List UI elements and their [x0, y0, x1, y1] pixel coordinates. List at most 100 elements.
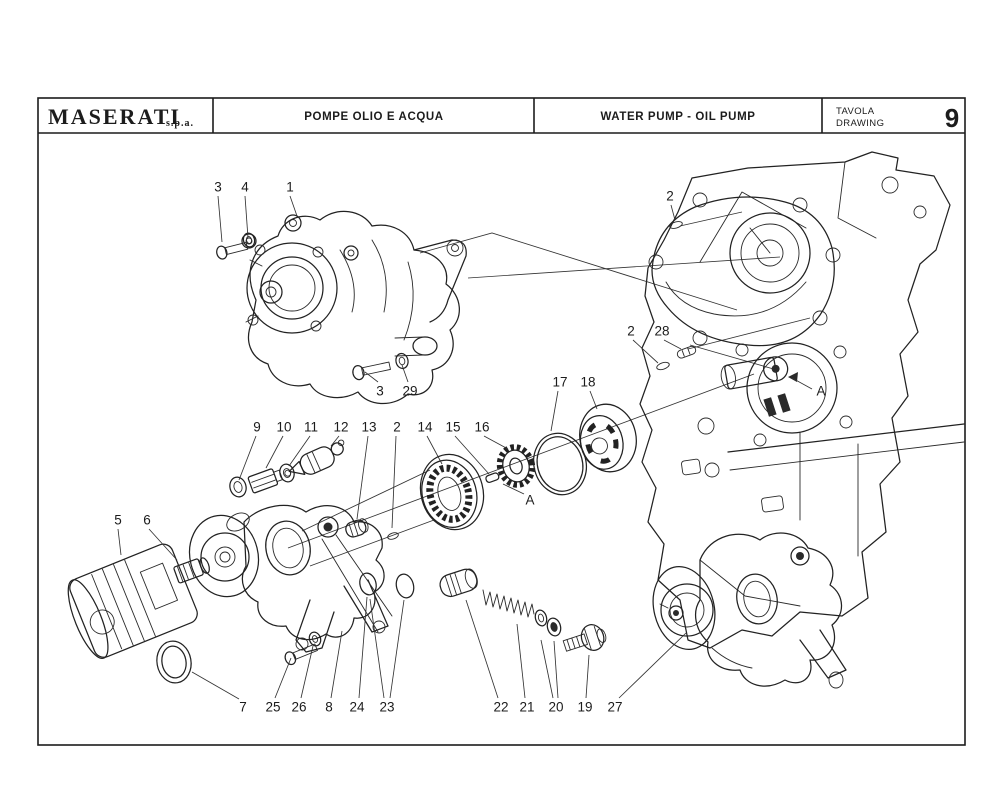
- leader-line-10: [265, 435, 284, 469]
- bolt-25: [284, 643, 318, 666]
- o-ring-23: [395, 573, 415, 599]
- leader-line-1: [289, 195, 298, 217]
- title-english: WATER PUMP - OIL PUMP: [600, 111, 755, 123]
- pin-2-small: [387, 532, 399, 540]
- callout-20: 20: [548, 700, 563, 715]
- piston-22: [439, 568, 478, 598]
- callout-21: 21: [519, 700, 534, 715]
- water-pump-assembly: [241, 210, 467, 405]
- callout-16: 16: [474, 420, 489, 435]
- leader-line-20: [540, 639, 554, 699]
- washer-26: [308, 631, 322, 647]
- leader-line-17: [550, 390, 559, 432]
- leader-line-23: [369, 598, 385, 699]
- callout-7: 7: [239, 700, 247, 715]
- leader-line-3: [364, 371, 379, 383]
- callout-3: 3: [376, 384, 384, 399]
- callout-18: 18: [580, 375, 595, 390]
- tavola-label: TAVOLA: [836, 106, 875, 117]
- spring-seats-20: [534, 609, 562, 637]
- callout-29: 29: [402, 384, 417, 399]
- pin-2-top: [669, 221, 683, 229]
- leader-line-23: [389, 599, 405, 699]
- callout-2: 2: [627, 324, 635, 339]
- engine-block: [639, 151, 965, 649]
- oil-pressure-sensor-12: [284, 439, 345, 477]
- callout-4: 4: [241, 180, 249, 195]
- callout-19: 19: [577, 700, 592, 715]
- leader-line-12: [330, 435, 340, 447]
- callout-15: 15: [445, 420, 460, 435]
- callout-28: 28: [654, 324, 669, 339]
- page-frame: [37, 97, 966, 746]
- leader-line-6: [148, 528, 178, 561]
- construction-lines: [287, 211, 811, 567]
- callout-12: 12: [333, 420, 348, 435]
- callout-23: 23: [379, 700, 394, 715]
- pin-2-mid: [656, 361, 670, 371]
- callout-11: 11: [304, 420, 318, 435]
- oil-filter-5: [67, 543, 198, 659]
- pump-drive-shaft: [720, 356, 789, 390]
- fitting-6: [173, 557, 210, 584]
- leader-line-26: [300, 645, 314, 699]
- pin-13: [345, 518, 369, 538]
- key-15: [485, 472, 500, 483]
- leader-line-5: [117, 528, 122, 556]
- leader-line-16: [483, 435, 509, 450]
- callout-24: 24: [349, 700, 365, 715]
- leader-line-9: [238, 435, 257, 481]
- leader-line-13: [356, 435, 369, 520]
- washer-29: [395, 352, 409, 370]
- leader-line-A: [791, 377, 813, 390]
- callout-22: 22: [493, 700, 508, 715]
- leader-line-20: [553, 640, 559, 699]
- gear-16: [496, 444, 536, 488]
- o-ring-17: [533, 432, 587, 496]
- pin-28: [676, 345, 697, 359]
- callout-A: A: [525, 493, 534, 508]
- washer-9: [229, 476, 247, 498]
- leader-line-15: [454, 435, 490, 475]
- callout-2: 2: [393, 420, 401, 435]
- leader-line-22: [465, 599, 499, 699]
- leader-line-29: [401, 364, 409, 383]
- fitting-10: [247, 468, 284, 494]
- callout-A: A: [816, 384, 825, 399]
- callout-2: 2: [666, 189, 674, 204]
- leader-line-21: [516, 623, 526, 699]
- callout-17: 17: [552, 375, 567, 390]
- oil-pump-assembly-27: [652, 532, 847, 689]
- brand-suffix: s.p.a.: [166, 118, 194, 129]
- leader-line-3: [217, 195, 223, 243]
- leader-line-14: [426, 435, 443, 465]
- callout-25: 25: [265, 700, 280, 715]
- spring-21: [482, 589, 535, 618]
- drawing-label: DRAWING: [836, 118, 884, 129]
- bolt-3-lower: [352, 361, 391, 381]
- leader-line-18: [589, 390, 598, 410]
- leader-line-2: [391, 435, 397, 529]
- callout-3: 3: [214, 180, 222, 195]
- callout-6: 6: [143, 513, 151, 528]
- leader-line-4: [244, 195, 249, 239]
- callout-14: 14: [417, 420, 433, 435]
- callout-8: 8: [325, 700, 333, 715]
- title-block: MASERATI s.p.a. POMPE OLIO E ACQUA WATER…: [48, 103, 959, 133]
- leader-line-A: [502, 483, 525, 495]
- leader-line-8: [330, 630, 343, 699]
- leader-line-2: [632, 339, 659, 364]
- cover-18: [579, 403, 637, 473]
- brand-logo: MASERATI: [48, 104, 181, 129]
- leader-line-25: [274, 657, 292, 699]
- callout-1: 1: [286, 180, 294, 195]
- callout-13: 13: [361, 420, 376, 435]
- callout-26: 26: [291, 700, 306, 715]
- callout-9: 9: [253, 420, 261, 435]
- leader-line-28: [663, 339, 682, 350]
- title-italian: POMPE OLIO E ACQUA: [304, 111, 443, 123]
- leader-line-24: [358, 596, 368, 699]
